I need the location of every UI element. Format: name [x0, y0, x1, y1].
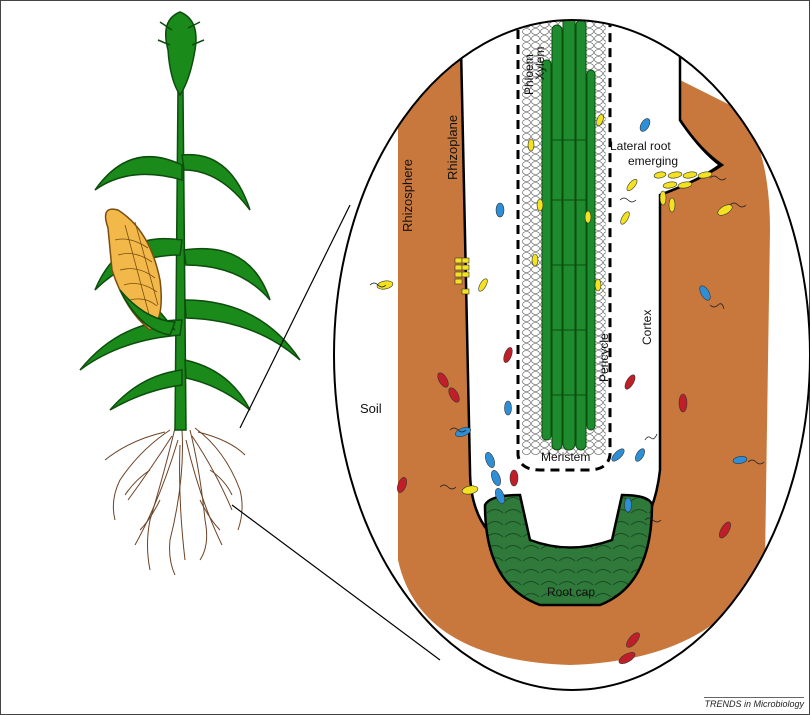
label-lateral-root-1: Lateral root	[610, 139, 671, 153]
label-soil: Soil	[360, 401, 382, 416]
label-cortex: Cortex	[640, 310, 654, 345]
figure-credit: TRENDS in Microbiology	[704, 697, 804, 709]
label-meristem: Meristem	[541, 450, 590, 464]
label-xylem: Xylem	[533, 47, 547, 80]
label-lateral-root-2: emerging	[628, 154, 678, 168]
label-rhizosphere: Rhizosphere	[400, 159, 415, 232]
zoom-line-top	[240, 205, 350, 428]
corn-plant-icon	[80, 12, 300, 575]
label-pericycle: Pericycle	[597, 333, 611, 382]
label-rhizoplane: Rhizoplane	[445, 115, 460, 180]
xylem-vessels	[542, 10, 595, 450]
plant-roots	[105, 428, 245, 575]
label-root-cap: Root cap	[547, 585, 595, 599]
